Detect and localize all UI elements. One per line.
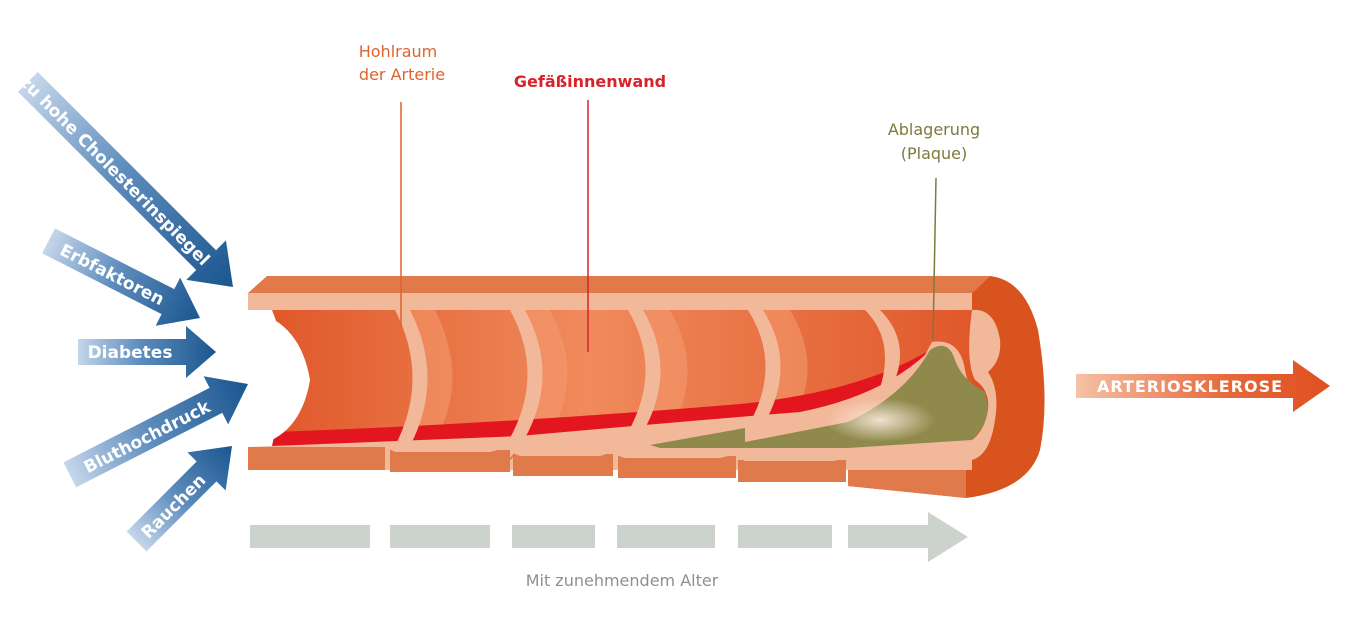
plaque-highlight bbox=[825, 398, 935, 442]
risk-factor-label: Rauchen bbox=[138, 471, 210, 543]
arrow-bluthochdruck-shape bbox=[63, 376, 248, 488]
artery-bottom-segment bbox=[390, 450, 510, 472]
label-plaque-line1: Ablagerung bbox=[888, 120, 980, 139]
arrow-rauchen-shape bbox=[126, 446, 232, 552]
risk-factor-label: Erbfaktoren bbox=[56, 240, 167, 310]
risk-factor-label: Diabetes bbox=[88, 343, 173, 363]
segment-shade bbox=[405, 310, 453, 440]
segment-step bbox=[613, 454, 736, 458]
age-arrow-head bbox=[848, 512, 968, 562]
artery-bottom-segment bbox=[738, 460, 846, 482]
artery-bottom-segment bbox=[848, 470, 966, 498]
segment-ring bbox=[748, 310, 781, 426]
segment-ring bbox=[628, 310, 661, 432]
artery-top-wall-inner bbox=[248, 293, 972, 310]
arrow-diabetes-shape bbox=[78, 326, 216, 378]
result-arrow: ARTERIOSKLEROSE bbox=[1076, 360, 1330, 412]
age-dash bbox=[512, 525, 595, 548]
age-dash bbox=[738, 525, 832, 548]
risk-factor-arrows: zu hohe Cholesterinspiegel Erbfaktoren D… bbox=[15, 72, 248, 552]
risk-factor-label: zu hohe Cholesterinspiegel bbox=[15, 72, 213, 270]
segment-step bbox=[510, 452, 613, 456]
segment-shade bbox=[520, 310, 568, 435]
segment-shade bbox=[640, 310, 688, 430]
leader-line-plaque bbox=[932, 177, 937, 341]
age-dash bbox=[250, 525, 370, 548]
label-lumen-line2: der Arterie bbox=[359, 65, 445, 84]
result-arrow-shape bbox=[1076, 360, 1330, 412]
artery-bottom-segment bbox=[513, 454, 613, 476]
age-dash bbox=[390, 525, 490, 548]
artery-opening bbox=[248, 310, 310, 447]
artery-top-wall-outer bbox=[248, 276, 990, 293]
age-dash bbox=[617, 525, 715, 548]
label-result: ARTERIOSKLEROSE bbox=[1097, 377, 1283, 396]
label-age: Mit zunehmendem Alter bbox=[526, 571, 719, 590]
label-plaque-line2: (Plaque) bbox=[901, 144, 968, 163]
artery-end-cap-inner bbox=[969, 309, 1001, 460]
artery bbox=[248, 276, 1045, 498]
arrow-cholesterol-shape bbox=[18, 72, 233, 287]
label-inner-wall: Gefäßinnenwand bbox=[514, 72, 666, 91]
segment-ring bbox=[510, 310, 543, 438]
segment-shade bbox=[760, 310, 808, 425]
segment-step bbox=[736, 456, 846, 461]
label-lumen-line1: Hohlraum bbox=[359, 42, 438, 61]
arrow-bluthochdruck: Bluthochdruck bbox=[63, 376, 248, 488]
segment-step bbox=[385, 447, 510, 452]
artery-bottom-wall-outer bbox=[248, 447, 385, 470]
segment-ring bbox=[395, 310, 428, 446]
segment-ring bbox=[865, 310, 900, 388]
arrow-erbfaktoren-shape bbox=[42, 228, 200, 326]
artery-inner-lining bbox=[272, 350, 940, 446]
age-progression-arrow bbox=[250, 512, 968, 562]
artery-bottom-segment bbox=[618, 456, 736, 478]
arrow-diabetes: Diabetes bbox=[78, 326, 216, 378]
